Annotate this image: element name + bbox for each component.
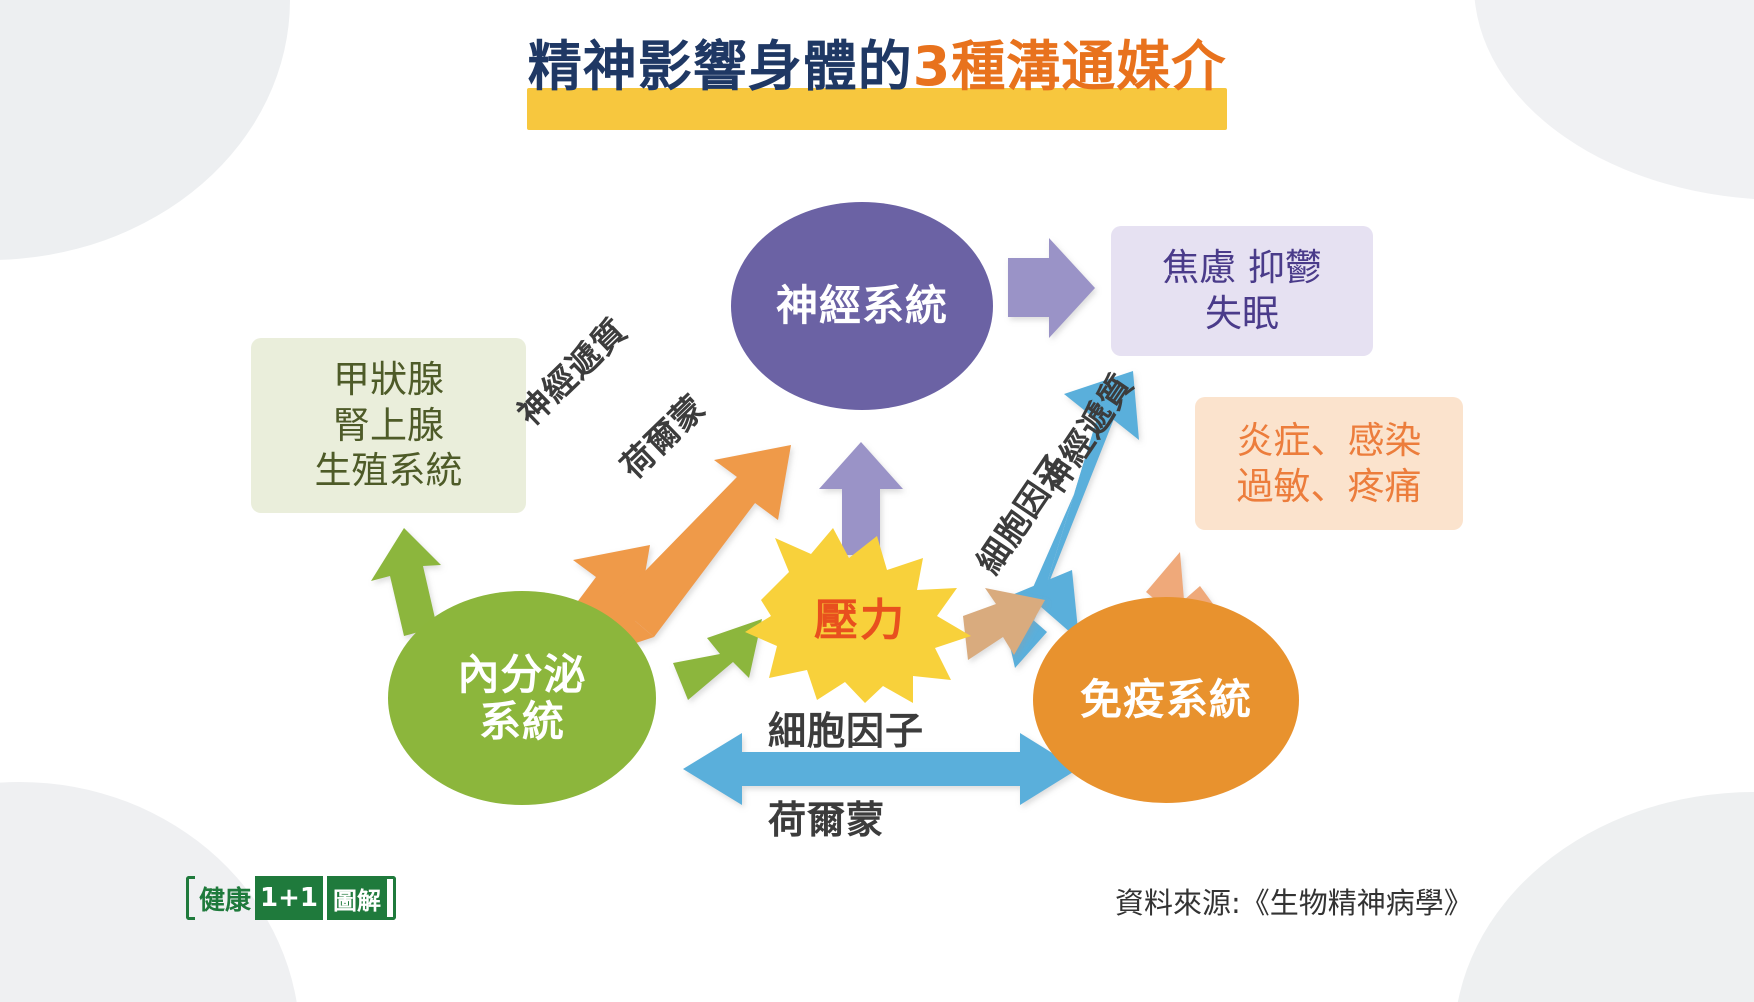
callout-nervous-symptoms-line1: 焦慮 抑鬱 (1162, 246, 1322, 290)
node-immune-system-label: 免疫系統 (1079, 675, 1252, 725)
decorative-blob-top-right (1474, 0, 1754, 200)
callout-immune-symptoms-line1: 炎症、感染 (1236, 418, 1422, 462)
arrow-label-bottom-cytokine: 細胞因子 (768, 709, 925, 753)
callout-endocrine-organs-line3: 生殖系統 (314, 449, 463, 493)
node-immune-system[interactable]: 免疫系統 (1033, 597, 1299, 803)
source-citation: 資料來源:《生物精神病學》 (1115, 886, 1473, 920)
callout-immune-symptoms[interactable]: 炎症、感染 過敏、疼痛 (1195, 397, 1463, 530)
node-endocrine-system-label-line1: 內分泌 (457, 649, 587, 699)
title-accent-text: 3種溝通媒介 (912, 35, 1227, 98)
arrow-stress-to-immune (963, 588, 1045, 660)
arrow-label-bottom-hormone: 荷爾蒙 (768, 798, 886, 842)
arrow-nervous-to-symptoms (1008, 238, 1095, 338)
arrow-label-left-hormone: 荷爾蒙 (612, 387, 714, 487)
callout-nervous-symptoms[interactable]: 焦慮 抑鬱 失眠 (1111, 226, 1373, 356)
title-highlight-bar (527, 88, 1227, 130)
stress-starburst[interactable]: 壓力 (745, 528, 975, 703)
starburst-shape (745, 528, 971, 703)
node-nervous-system[interactable]: 神經系統 (731, 202, 993, 410)
callout-immune-symptoms-line2: 過敏、疼痛 (1236, 464, 1422, 508)
page-title: 精神影響身體的3種溝通媒介 (0, 35, 1754, 130)
logo-tag-badge: 圖解 (326, 876, 387, 920)
callout-endocrine-organs[interactable]: 甲狀腺 腎上腺 生殖系統 (251, 338, 526, 513)
callout-endocrine-organs-line2: 腎上腺 (333, 403, 444, 447)
callout-nervous-symptoms-line2: 失眠 (1204, 292, 1279, 335)
logo-bracket-right-icon (386, 876, 396, 920)
node-endocrine-system-label-line2: 系統 (478, 697, 565, 746)
callout-endocrine-organs-line1: 甲狀腺 (333, 357, 444, 401)
logo-bracket-left-icon (186, 876, 195, 920)
logo-brand-text: 健康 (199, 885, 252, 916)
decorative-blob-bottom-right (1454, 792, 1754, 1002)
logo-number-badge: 1+1 (255, 876, 323, 920)
node-endocrine-system[interactable]: 內分泌 系統 (388, 591, 656, 805)
brand-logo[interactable]: 健康 1+1 圖解 (186, 876, 396, 920)
node-nervous-system-label: 神經系統 (775, 281, 948, 331)
title-main-text: 精神影響身體的 (527, 35, 913, 98)
arrow-label-right-cytokine: 細胞因子 (968, 446, 1078, 581)
stress-label: 壓力 (814, 594, 906, 646)
